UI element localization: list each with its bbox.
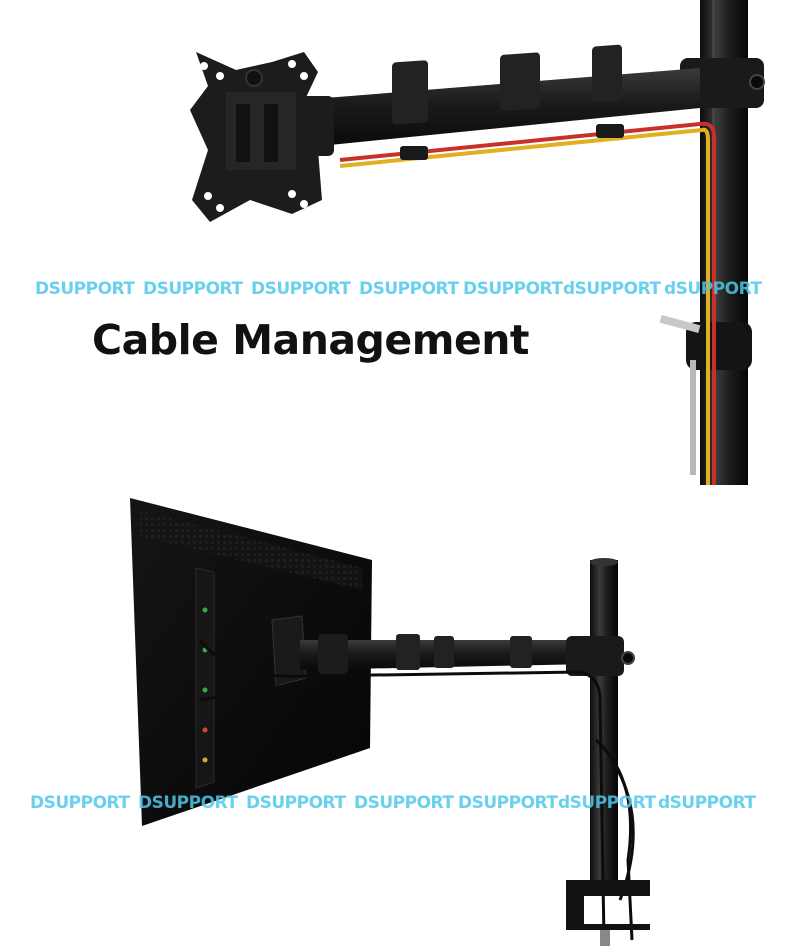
desk-clamp <box>566 880 650 946</box>
watermark-text: DSUPPORT <box>359 279 459 299</box>
cable-clip-2 <box>596 124 624 138</box>
pole-cable-clip <box>686 322 752 370</box>
watermark-text: dSUPPORT <box>558 793 656 813</box>
watermark-text: dSUPPORT <box>563 279 661 299</box>
watermark-text: DSUPPORT <box>35 279 135 299</box>
pole-collar <box>680 58 764 108</box>
page-heading: Cable Management <box>92 316 530 364</box>
watermark-text: DSUPPORT <box>138 793 238 813</box>
arm-joint-2 <box>500 52 540 111</box>
arm-joint-1 <box>392 60 428 125</box>
arm-joint-3 <box>592 44 622 103</box>
bottom-pole <box>590 560 618 890</box>
yellow-cable <box>339 127 710 485</box>
watermark-row-top: DSUPPORT DSUPPORT DSUPPORT DSUPPORT DSUP… <box>0 279 790 303</box>
watermark-text: DSUPPORT <box>463 279 563 299</box>
watermark-text: DSUPPORT <box>143 279 243 299</box>
watermark-text: DSUPPORT <box>30 793 130 813</box>
vesa-plate <box>190 52 322 222</box>
allen-key-icon <box>690 360 696 475</box>
watermark-text: dSUPPORT <box>664 279 762 299</box>
red-cable <box>339 121 716 485</box>
bottom-cable-bundle <box>198 639 606 941</box>
watermark-text: DSUPPORT <box>251 279 351 299</box>
watermark-text: DSUPPORT <box>354 793 454 813</box>
top-closeup-scene <box>190 0 765 485</box>
monitor-port-panel <box>195 567 215 789</box>
watermark-text: DSUPPORT <box>246 793 346 813</box>
monitor-back <box>130 498 372 826</box>
cable-clip-1 <box>400 146 428 160</box>
watermark-text: DSUPPORT <box>458 793 558 813</box>
watermark-text: dSUPPORT <box>658 793 756 813</box>
bottom-mounted-scene <box>130 498 650 946</box>
watermark-row-bottom: DSUPPORT DSUPPORT DSUPPORT DSUPPORT DSUP… <box>0 793 790 817</box>
